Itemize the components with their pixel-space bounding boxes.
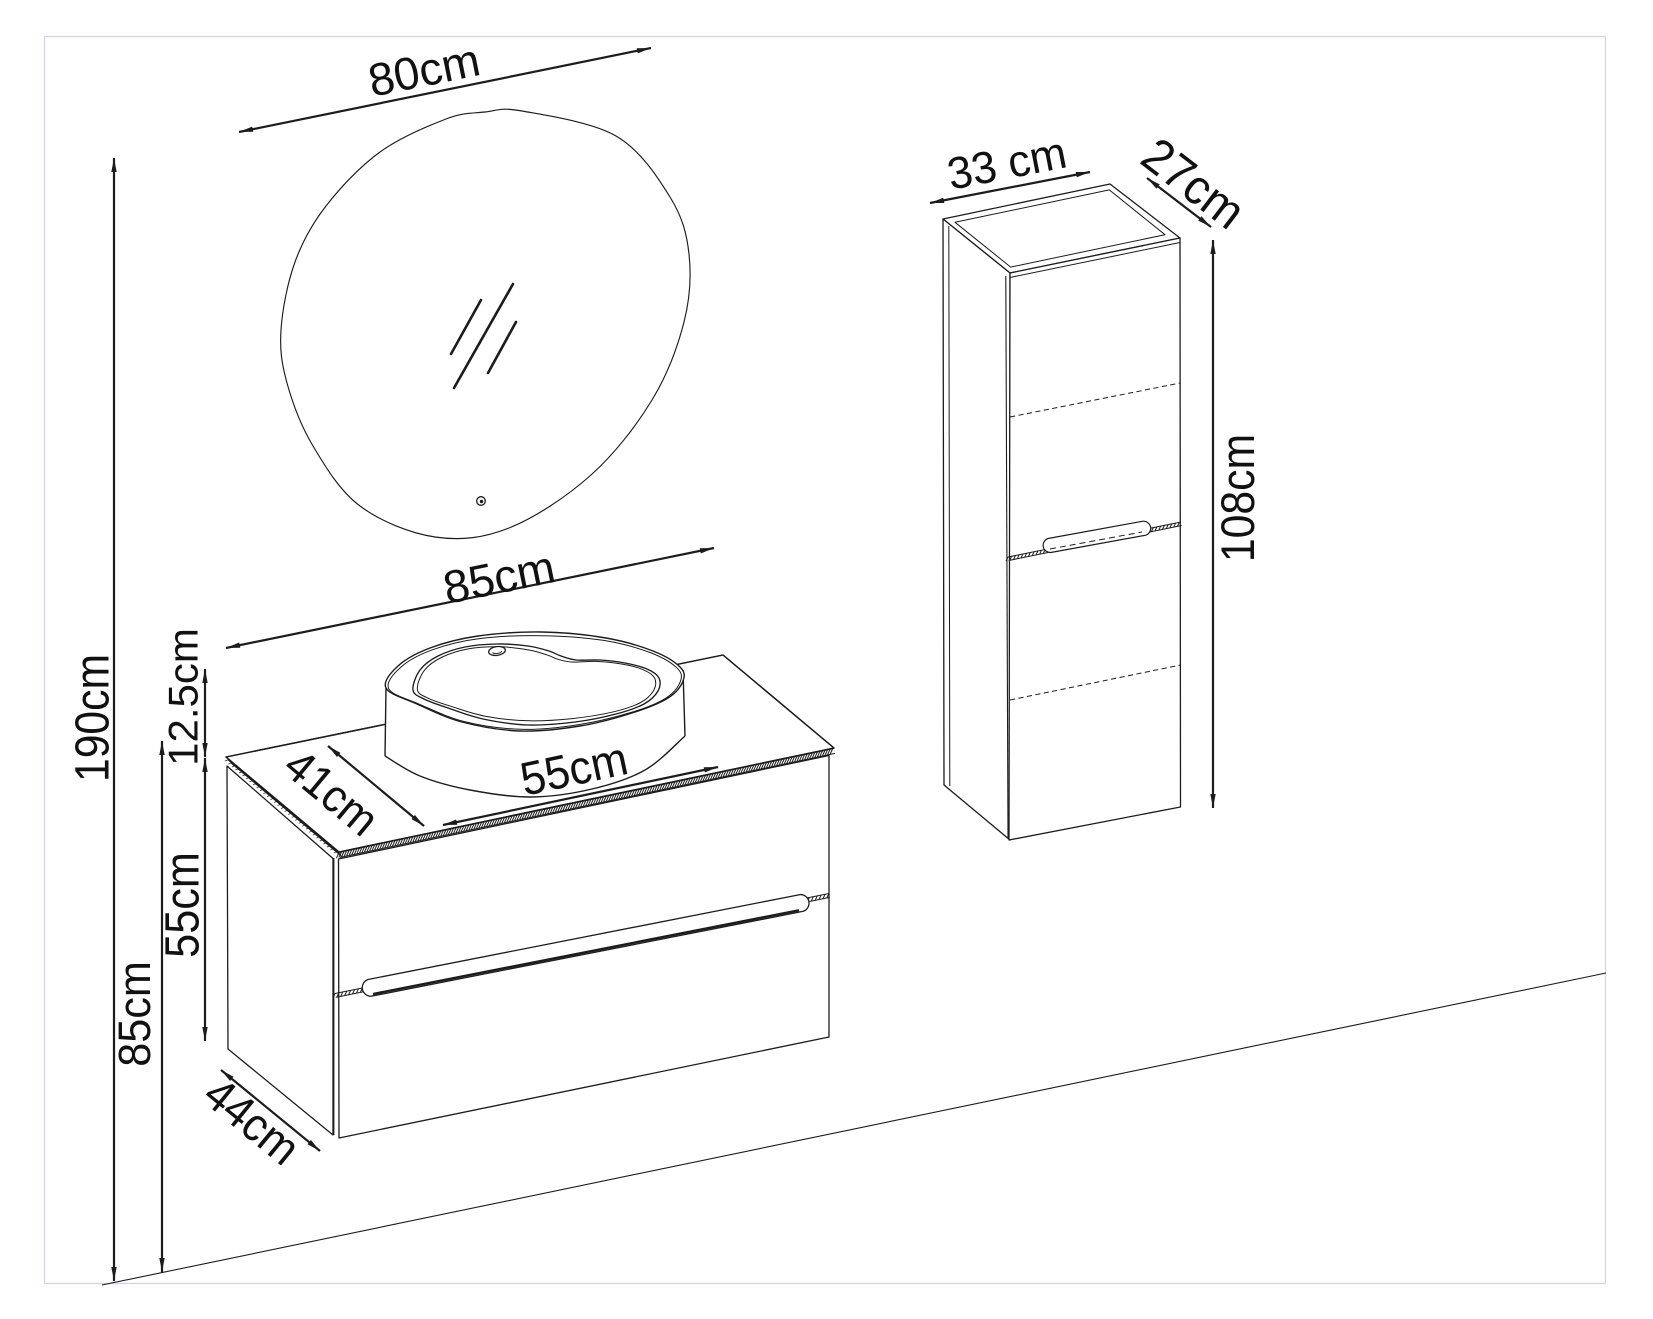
svg-text:190cm: 190cm bbox=[65, 654, 119, 782]
svg-text:108cm: 108cm bbox=[1211, 434, 1264, 562]
svg-text:55cm: 55cm bbox=[155, 852, 209, 958]
svg-text:85cm: 85cm bbox=[110, 961, 160, 1067]
svg-text:12.5cm: 12.5cm bbox=[160, 628, 207, 766]
